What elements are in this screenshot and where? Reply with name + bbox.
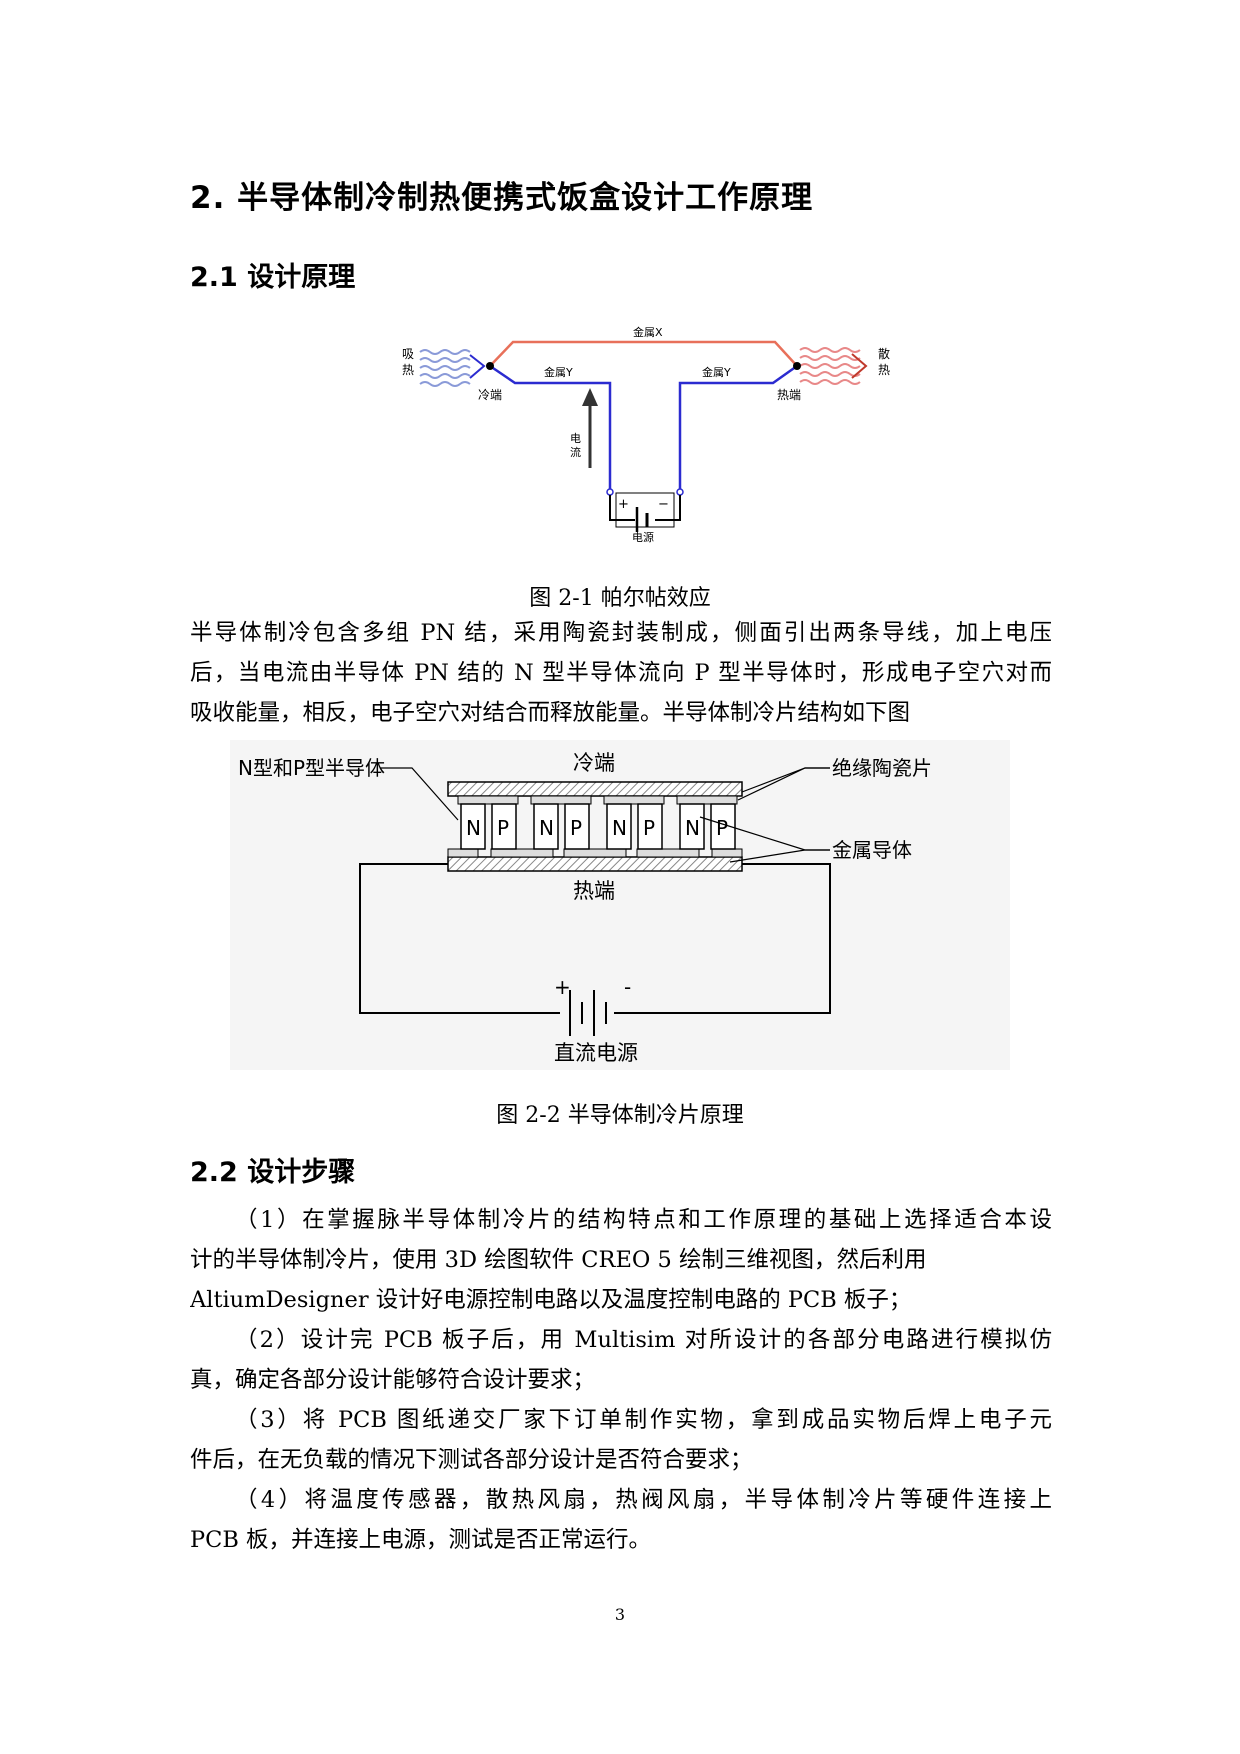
hot-end-label: 热端 (777, 388, 801, 402)
intro-line: 半导体制冷包含多组 PN 结，采用陶瓷封装制成，侧面引出两条导线，加上电压 (190, 620, 1052, 646)
leg-label: P (497, 816, 509, 840)
step-line: 件后，在无负载的情况下测试各部分设计是否符合要求； (190, 1447, 753, 1473)
step-line: PCB 板，并连接上电源，测试是否正常运行。 (190, 1527, 652, 1553)
leg-label: N (539, 816, 554, 840)
step-line: 真，确定各部分设计能够符合设计要求； (190, 1367, 596, 1393)
leg-label: P (716, 816, 728, 840)
peltier-effect-figure: 金属X 金属Y 金属Y 吸 热 散 热 冷端 热端 电 流 + − 电源 (402, 325, 890, 544)
figure-2-1-caption: 图 2-1 帕尔帖效应 (529, 586, 711, 611)
intro-line: 后，当电流由半导体 PN 结的 N 型半导体流向 P 型半导体时，形成电子空穴对… (190, 660, 1052, 686)
dc-minus-label: - (624, 975, 631, 999)
leg-label: N (612, 816, 627, 840)
metal-y-wire-left (489, 364, 612, 492)
absorb-label-1: 吸 (402, 347, 414, 361)
step-line: 计的半导体制冷片，使用 3D 绘图软件 CREO 5 绘制三维视图，然后利用 (190, 1247, 927, 1273)
circuit-wire (359, 863, 831, 1014)
battery-minus-label: − (658, 497, 669, 512)
terminal-right (676, 488, 684, 496)
metal-y-label-right: 金属Y (702, 365, 731, 379)
absorb-arrow-icon (469, 354, 486, 379)
intro-paragraph: 半导体制冷包含多组 PN 结，采用陶瓷封装制成，侧面引出两条导线，加上电压 后，… (190, 613, 1052, 733)
ceramic-plate-label: 绝缘陶瓷片 (832, 756, 932, 780)
np-legs (460, 803, 736, 850)
absorb-label-2: 热 (402, 363, 414, 377)
bottom-conductors (447, 848, 743, 858)
steps-list: （1）在掌握脉半导体制冷片的结构特点和工作原理的基础上选择适合本设 计的半导体制… (190, 1200, 1052, 1560)
cold-junction (486, 362, 494, 370)
figure-2-2-caption: 图 2-2 半导体制冷片原理 (496, 1103, 744, 1128)
step-line: （2）设计完 PCB 板子后，用 Multisim 对所设计的各部分电路进行模拟… (235, 1327, 1052, 1353)
hot-junction (793, 362, 801, 370)
hot-end-label: 热端 (573, 879, 615, 903)
leg-label: P (643, 816, 655, 840)
tec-structure-figure: N P N P N P N P N型和P型半导体 冷端 热端 绝缘陶 (230, 740, 1010, 1070)
section-heading-2-2: 2.2 设计步骤 (190, 1157, 356, 1188)
battery-wires (609, 495, 681, 521)
np-semiconductor-label: N型和P型半导体 (238, 756, 385, 780)
battery-plus-label: + (618, 497, 629, 512)
top-conductors (457, 795, 738, 805)
metal-x-label: 金属X (633, 325, 663, 339)
current-label-2: 流 (570, 445, 581, 459)
step-line: （4）将温度传感器，散热风扇，热阀风扇，半导体制冷片等硬件连接上 (235, 1487, 1052, 1513)
absorb-heat-waves (419, 349, 471, 387)
release-arrow-icon (851, 353, 868, 379)
metal-y-wire-right (678, 364, 798, 492)
step-line: （1）在掌握脉半导体制冷片的结构特点和工作原理的基础上选择适合本设 (235, 1207, 1052, 1233)
section-heading-2-1: 2.1 设计原理 (190, 262, 356, 293)
release-heat-waves (799, 347, 861, 385)
metal-y-label-left: 金属Y (544, 365, 573, 379)
release-label-1: 散 (878, 346, 890, 361)
step-line: （3）将 PCB 图纸递交厂家下订单制作实物，拿到成品实物后焊上电子元 (235, 1407, 1052, 1433)
chapter-heading: 2. 半导体制冷制热便携式饭盒设计工作原理 (190, 180, 814, 216)
release-label-2: 热 (878, 363, 890, 377)
cold-end-label: 冷端 (478, 388, 502, 402)
terminal-left (606, 488, 614, 496)
top-ceramic-plate (447, 781, 743, 797)
current-arrow-icon (582, 388, 598, 406)
leg-label: P (570, 816, 582, 840)
bottom-ceramic-plate (447, 856, 743, 872)
metal-conductor-label: 金属导体 (832, 838, 912, 862)
leg-label: N (466, 816, 481, 840)
cold-end-label: 冷端 (573, 751, 615, 775)
step-line: AltiumDesigner 设计好电源控制电路以及温度控制电路的 PCB 板子… (190, 1287, 912, 1313)
battery-box (615, 492, 675, 528)
dc-plus-label: + (554, 975, 571, 999)
leader-lines (380, 767, 830, 863)
current-label-1: 电 (570, 432, 581, 445)
metal-x-wire (489, 340, 798, 367)
power-label: 电源 (632, 530, 654, 544)
dc-battery-icon (569, 990, 607, 1036)
intro-line: 吸收能量，相反，电子空穴对结合而释放能量。半导体制冷片结构如下图 (190, 700, 911, 726)
page-number: 3 (614, 1605, 626, 1624)
dc-power-label: 直流电源 (554, 1041, 638, 1065)
leg-label: N (685, 816, 700, 840)
